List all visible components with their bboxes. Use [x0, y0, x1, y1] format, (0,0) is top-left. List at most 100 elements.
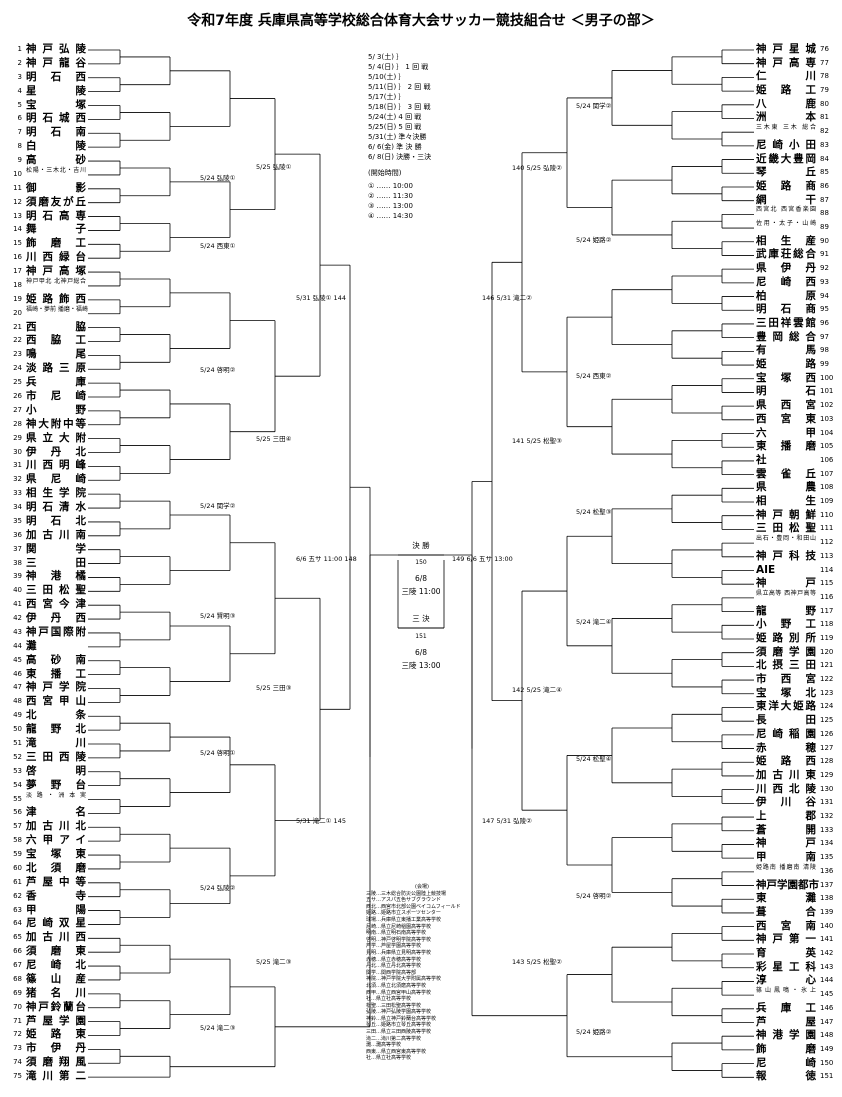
team-number: 116 [820, 592, 834, 601]
team-name: 川西緑台 [26, 251, 86, 264]
team-name: 宝塚北 [756, 686, 816, 699]
team-name: 伊川谷 [756, 796, 816, 809]
team-number: 96 [820, 318, 829, 327]
team-number: 112 [820, 538, 834, 547]
team-name: 明石商 [756, 303, 816, 316]
team-number: 104 [820, 428, 834, 437]
team-name: 淳心 [756, 974, 816, 987]
round-label: 5/24 啓明② [200, 366, 236, 374]
team-name: 須磨友が丘 [26, 195, 86, 208]
team-number: 121 [820, 661, 834, 670]
team-name: 市尼崎 [26, 390, 86, 402]
team-name: 灘 [26, 639, 37, 652]
team-name: 滝川 [26, 737, 86, 749]
team-number: 67 [13, 961, 22, 970]
team-entry: 57 加古川北 [2, 819, 86, 833]
team-number: 51 [13, 739, 22, 747]
team-name: 六甲 [756, 426, 816, 439]
team-number: 122 [820, 675, 834, 684]
round-label: 5/24 滝二③ [200, 1024, 236, 1032]
team-number: 43 [13, 627, 22, 636]
team-name: 神戸甲北 北神戸総合 [26, 277, 86, 285]
team-name: 明石城西 [26, 112, 86, 125]
team-entry: 5 宝塚 [2, 98, 86, 112]
schedule-row: 5/17(土) ｝ [368, 93, 406, 101]
team-number: 15 [13, 239, 22, 248]
team-number: 20 [13, 308, 22, 317]
team-name: 葺合 [756, 905, 816, 918]
team-name: 西宮今津 [26, 598, 86, 611]
team-name: 相生学院 [26, 487, 86, 500]
team-number: 42 [13, 614, 22, 623]
team-number: 59 [13, 850, 22, 859]
team-name: 神戸弘陵 [26, 43, 86, 55]
team-name: 淡路・洲本実 [26, 791, 86, 799]
round-label: 5/24 滝二④ [576, 618, 612, 626]
team-number: 73 [13, 1044, 22, 1053]
team-name: 宝塚 [26, 98, 86, 111]
team-name: 有馬 [756, 344, 816, 357]
round-label: 5/31 弘陵① 144 [296, 294, 346, 302]
team-number: 109 [820, 497, 834, 505]
team-number: 138 [820, 894, 834, 903]
round-label: 5/24 弘陵② [200, 884, 236, 892]
team-name: 加古川北 [26, 820, 86, 833]
team-number: 76 [820, 45, 829, 53]
third-place-match-no: 151 [415, 633, 427, 640]
team-number: 57 [13, 822, 22, 831]
team-number: 149 [820, 1044, 834, 1053]
round-label: 142 5/25 滝二④ [512, 686, 562, 694]
team-number: 33 [13, 489, 22, 498]
team-name: 加古川南 [26, 528, 86, 541]
schedule-row: 6/ 8(日) 決勝・三決 [368, 153, 432, 161]
team-name: 姫路南 播磨南 清陵 [756, 863, 816, 871]
team-name: 西宮甲山 [26, 695, 86, 708]
team-number: 6 [17, 114, 22, 123]
team-number: 92 [820, 264, 829, 273]
team-number: 49 [13, 711, 22, 720]
venue-row: 灘…灘高等学校 [366, 1042, 402, 1049]
team-number: 82 [820, 127, 829, 136]
team-name: 北須磨 [26, 861, 86, 874]
venue-row: 琴丘…姫路市立琴丘高等学校 [366, 1022, 432, 1029]
team-number: 5 [17, 100, 22, 109]
round-label: 5/24 賢明③ [200, 612, 236, 620]
round-label: 5/31 滝二① 145 [296, 817, 346, 825]
team-name: 豊岡総合 [756, 330, 816, 343]
team-number: 48 [13, 697, 22, 706]
team-number: 11 [13, 183, 22, 192]
team-number: 151 [820, 1072, 834, 1081]
team-name: 明石高専 [26, 209, 86, 222]
team-number: 108 [820, 483, 834, 492]
team-number: 54 [13, 780, 22, 789]
schedule-row: 5/31(土) 準々決勝 [368, 133, 427, 141]
final-heading: 決 勝 [412, 541, 430, 550]
team-number: 99 [820, 360, 829, 369]
team-name: 加古川東 [756, 768, 816, 781]
team-number: 137 [820, 880, 834, 889]
team-name: 佐用・太子・山崎 [756, 220, 816, 228]
team-name: 鳴尾 [26, 348, 86, 361]
